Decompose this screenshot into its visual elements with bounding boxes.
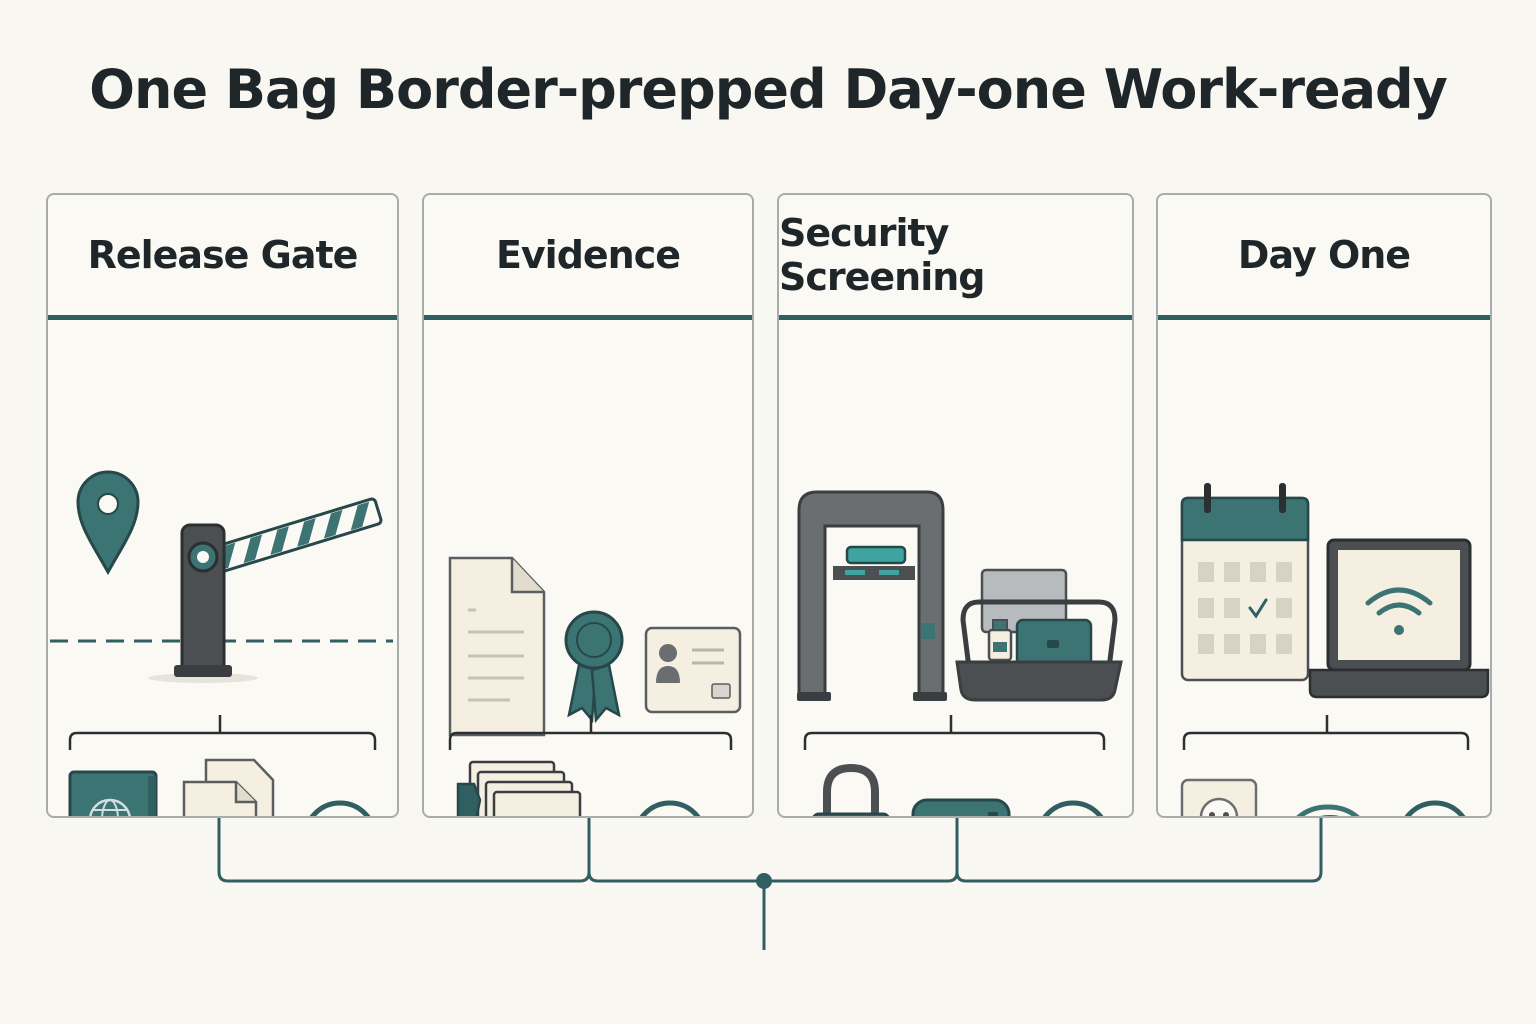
power-outlet-icon [1180,778,1258,816]
panel-illustration [1180,483,1490,816]
panel-evidence: Evidence [422,193,754,818]
checkmark-circle-icon [1042,800,1104,816]
checkmark-circle-icon [1404,800,1466,816]
bracket-connector [68,715,377,750]
connector-node [756,873,772,889]
panel-illustration [50,470,393,816]
calendar-icon [1180,483,1310,682]
panel-illustration [797,490,1123,816]
panel-release-gate: Release Gate [46,193,399,818]
location-pin-icon [76,470,140,576]
checkmark-circle-icon [309,800,371,816]
panel-heading: Release Gate [48,195,397,320]
document-icon [448,556,546,737]
bracket-connector [803,715,1106,750]
bracket-connector [448,715,733,750]
checkmark-circle-icon [639,800,701,816]
file-folder-icon [456,760,582,816]
padlock-icon [812,763,890,816]
laptop-wifi-icon [1308,538,1490,699]
bracket-connector [1182,715,1470,750]
panel-heading: Security Screening [779,195,1132,320]
passport-icon [68,770,158,816]
page-title: One Bag Border-prepped Day-one Work-read… [89,58,1448,121]
panel-day-one: Day One [1156,193,1492,818]
award-ribbon-icon [564,610,624,724]
charging-cable-icon [1296,804,1360,816]
panel-security-screening: Security Screening [777,193,1134,818]
documents-icon [182,758,275,816]
id-card-icon [644,626,742,714]
panel-heading: Day One [1158,195,1490,320]
panel-heading: Evidence [424,195,752,320]
panel-illustration [448,556,742,816]
metal-detector-icon [797,490,947,701]
first-aid-kit-icon [911,798,1011,816]
screening-tray-icon [955,568,1123,702]
barrier-gate-icon [148,497,383,683]
